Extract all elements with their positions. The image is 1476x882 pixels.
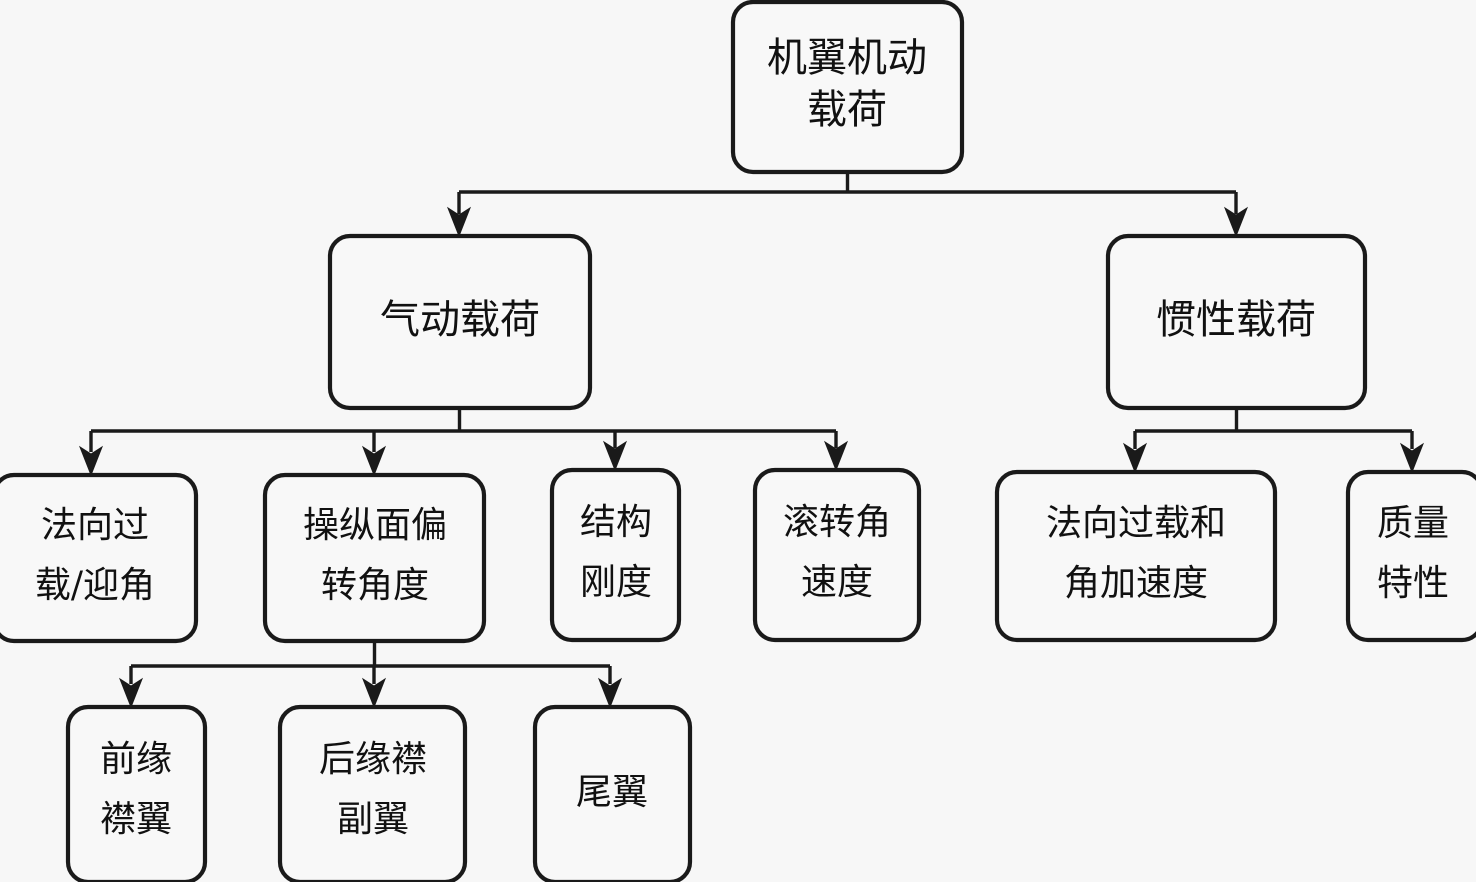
edges-layer — [78, 172, 1425, 709]
arrow-aero-to-normal-overload-icon — [78, 445, 104, 477]
arrow-cs-to-trailing-edge-flaperon-icon — [361, 677, 387, 709]
node-box-leading-edge-flap[interactable] — [65, 704, 208, 882]
node-box-normal-overload-angle-of-attack[interactable] — [0, 472, 199, 644]
arrow-cs-to-tail-icon — [597, 677, 623, 709]
node-label-inertial-loads: 惯性载荷 — [1156, 297, 1316, 343]
node-empennage[interactable]: 尾翼 — [532, 704, 693, 882]
node-leading-edge-flap[interactable]: 前缘 襟翼 — [65, 704, 208, 882]
arrow-aero-to-control-surface-icon — [361, 445, 387, 477]
node-wing-maneuver-loads[interactable]: 机翼机动 载荷 — [730, 0, 965, 175]
node-box-roll-angular-rate[interactable] — [752, 467, 922, 643]
node-label-structural-stiffness-line1: 结构 — [580, 502, 652, 543]
arrow-cs-to-leading-edge-flap-icon — [118, 677, 144, 709]
node-trailing-edge-flaperon[interactable]: 后缘襟 副翼 — [277, 704, 468, 882]
node-roll-angular-rate[interactable]: 滚转角 速度 — [752, 467, 922, 643]
node-label-control-surface-line1: 操纵面偏 — [303, 505, 447, 546]
node-label-roll-rate-line2: 速度 — [801, 562, 873, 603]
node-label-control-surface-line2: 转角度 — [321, 565, 429, 606]
node-box-aerodynamic-loads[interactable] — [327, 233, 593, 411]
node-label-trailing-edge-flaperon-line2: 副翼 — [337, 799, 409, 840]
node-label-wing-maneuver-loads-line2: 载荷 — [807, 87, 887, 133]
node-box-wing-maneuver-loads[interactable] — [730, 0, 965, 175]
arrow-inertial-to-mass-icon — [1399, 442, 1425, 474]
node-label-wing-maneuver-loads-line1: 机翼机动 — [767, 35, 927, 81]
node-label-overload-accel-line1: 法向过载和 — [1046, 503, 1226, 544]
node-label-mass-properties-line2: 特性 — [1377, 563, 1449, 604]
node-box-trailing-edge-flaperon[interactable] — [277, 704, 468, 882]
node-label-aerodynamic-loads: 气动载荷 — [380, 297, 540, 343]
node-label-leading-edge-flap-line2: 襟翼 — [100, 799, 172, 840]
node-label-structural-stiffness-line2: 刚度 — [580, 562, 652, 603]
node-label-roll-rate-line1: 滚转角 — [783, 502, 891, 543]
node-normal-overload-angle-of-attack[interactable]: 法向过 载/迎角 — [0, 472, 199, 644]
node-box-empennage[interactable] — [532, 704, 693, 882]
node-aerodynamic-loads[interactable]: 气动载荷 — [327, 233, 593, 411]
node-label-normal-overload-line1: 法向过 — [41, 505, 149, 546]
node-label-empennage: 尾翼 — [576, 772, 648, 813]
arrow-root-to-aero-icon — [446, 206, 472, 238]
node-box-inertial-loads[interactable] — [1105, 233, 1368, 411]
node-label-overload-accel-line2: 角加速度 — [1064, 563, 1208, 604]
node-normal-overload-and-angular-acceleration[interactable]: 法向过载和 角加速度 — [994, 469, 1278, 643]
arrow-aero-to-stiffness-icon — [602, 440, 628, 472]
node-structural-stiffness[interactable]: 结构 刚度 — [549, 467, 682, 643]
node-control-surface-deflection-angle[interactable]: 操纵面偏 转角度 — [262, 472, 487, 644]
node-mass-properties[interactable]: 质量 特性 — [1345, 469, 1476, 643]
arrow-inertial-to-overload-accel-icon — [1122, 442, 1148, 474]
node-box-control-surface-deflection-angle[interactable] — [262, 472, 487, 644]
node-box-normal-overload-and-angular-acceleration[interactable] — [994, 469, 1278, 643]
node-inertial-loads[interactable]: 惯性载荷 — [1105, 233, 1368, 411]
node-label-normal-overload-line2: 载/迎角 — [35, 565, 155, 606]
node-label-leading-edge-flap-line1: 前缘 — [100, 739, 172, 780]
node-label-mass-properties-line1: 质量 — [1377, 503, 1449, 544]
node-box-mass-properties[interactable] — [1345, 469, 1476, 643]
node-box-structural-stiffness[interactable] — [549, 467, 682, 643]
arrow-aero-to-roll-rate-icon — [823, 440, 849, 472]
arrow-root-to-inertial-icon — [1223, 206, 1249, 238]
node-label-trailing-edge-flaperon-line1: 后缘襟 — [319, 739, 427, 780]
